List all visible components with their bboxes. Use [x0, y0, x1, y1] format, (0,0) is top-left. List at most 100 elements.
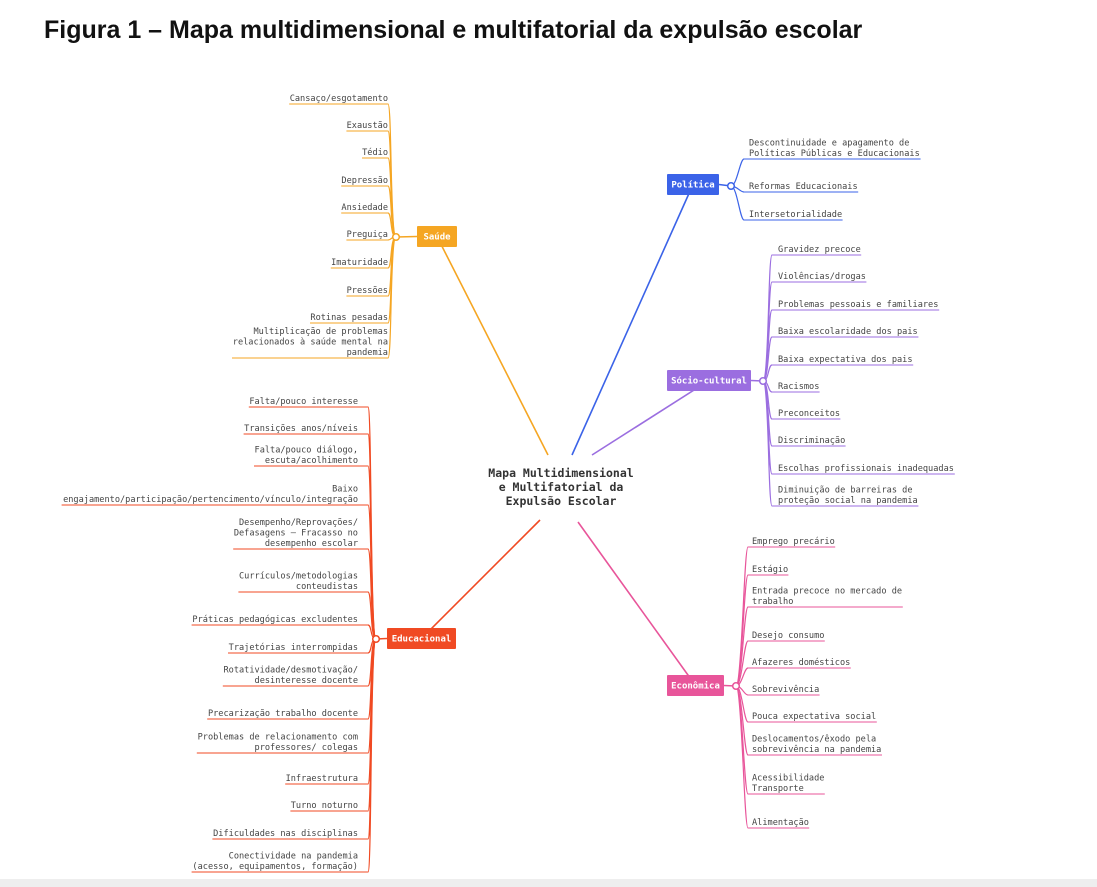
- branch-box-educacional: [387, 628, 456, 649]
- leaf-line: Tédio: [362, 147, 388, 158]
- leaf-line: Pressões: [347, 286, 388, 296]
- leaf-line: Dificuldades nas disciplinas: [213, 829, 358, 839]
- leaf-line: Reformas Educacionais: [749, 182, 858, 192]
- leaf-line: Estágio: [752, 565, 788, 575]
- leaf-economica: Desejo consumo: [752, 631, 824, 641]
- leaf-line: Preguiça: [347, 230, 388, 240]
- leaf-sociocultural: Racismos: [778, 382, 819, 392]
- leaf-line: Turno noturno: [291, 801, 358, 811]
- leaf-saude: Pressões: [347, 286, 388, 296]
- leaf-educacional: Conectividade na pandemia(acesso, equipa…: [192, 852, 358, 873]
- leaf-line: engajamento/participação/pertencimento/v…: [63, 495, 358, 505]
- hub-sociocultural: [758, 376, 768, 386]
- leaf-educacional: Práticas pedagógicas excludentes: [192, 614, 358, 625]
- leaf-line: Exaustão: [347, 121, 388, 131]
- leaf-line: Desempenho/Reprovações/: [239, 518, 358, 528]
- center-node-line: Expulsão Escolar: [506, 494, 617, 508]
- leaf-line: trabalho: [752, 597, 793, 607]
- center-node-line: Mapa Multidimensional: [488, 466, 633, 480]
- leaf-line: Sobrevivência: [752, 684, 819, 695]
- edge-center-saude: [436, 236, 549, 456]
- leaf-saude: Ansiedade: [341, 203, 388, 213]
- branch-node-politica: Política: [667, 174, 719, 195]
- leaf-line: Pouca expectativa social: [752, 712, 876, 722]
- branch-label-saude: Saúde: [423, 233, 451, 243]
- branch-box-sociocultural: [667, 370, 751, 391]
- edge-center-sociocultural: [591, 379, 710, 456]
- leaf-line: Políticas Públicas e Educacionais: [749, 149, 920, 159]
- leaf-line: Currículos/metodologias: [239, 572, 358, 582]
- branch-label-economica: Econômica: [671, 681, 720, 692]
- leaf-line: Práticas pedagógicas excludentes: [192, 614, 358, 625]
- branch-sociocultural: Gravidez precoceViolências/drogasProblem…: [778, 245, 954, 506]
- leaf-saude: Imaturidade: [331, 258, 388, 268]
- branch-node-saude: Saúde: [417, 226, 457, 247]
- branch-box-economica: [667, 675, 724, 696]
- figure-title: Figura 1 – Mapa multidimensional e multi…: [44, 16, 863, 44]
- leaf-line: desinteresse docente: [255, 676, 358, 686]
- leaf-line: Problemas pessoais e familiares: [778, 300, 938, 310]
- leaf-line: Ansiedade: [341, 203, 388, 213]
- branch-box-politica: [667, 174, 719, 195]
- bottom-strip: [0, 879, 1097, 887]
- leaf-sociocultural: Gravidez precoce: [778, 245, 861, 255]
- leaf-line: Deslocamentos/êxodo pela: [752, 734, 876, 745]
- leaf-line: Trajetórias interrompidas: [229, 642, 358, 653]
- leaf-line: escuta/acolhimento: [265, 456, 358, 466]
- leaf-line: pandemia: [347, 348, 388, 358]
- leaf-line: Discriminação: [778, 436, 845, 446]
- leaf-line: Baixo: [332, 485, 358, 495]
- leaf-sociocultural: Preconceitos: [778, 409, 840, 419]
- leaf-line: Falta/pouco diálogo,: [255, 446, 358, 456]
- leaf-saude: Depressão: [341, 176, 388, 186]
- leaf-line: Cansaço/esgotamento: [290, 94, 388, 104]
- hub-politica: [726, 181, 736, 191]
- leaf-sociocultural: Discriminação: [778, 436, 845, 446]
- leaf-line: desempenho escolar: [265, 539, 358, 549]
- leaf-economica: Emprego precário: [752, 537, 835, 547]
- branch-node-economica: Econômica: [667, 675, 724, 696]
- leaf-line: Intersetorialidade: [749, 210, 842, 220]
- edge-center-economica: [577, 521, 697, 686]
- leaf-line: conteudistas: [296, 582, 358, 592]
- leaf-educacional: Dificuldades nas disciplinas: [213, 829, 358, 839]
- leaf-economica: Afazeres domésticos: [752, 657, 850, 668]
- leaf-line: Violências/drogas: [778, 271, 866, 282]
- leaf-sociocultural: Baixa escolaridade dos pais: [778, 327, 918, 337]
- leaf-sociocultural: Escolhas profissionais inadequadas: [778, 464, 954, 474]
- branch-node-educacional: Educacional: [387, 628, 456, 649]
- leaf-line: Entrada precoce no mercado de: [752, 587, 902, 597]
- leaf-line: Racismos: [778, 382, 819, 392]
- leaf-line: Infraestrutura: [286, 774, 358, 784]
- leaf-line: Diminuição de barreiras de: [778, 486, 913, 496]
- leaf-saude: Preguiça: [347, 230, 388, 240]
- branch-label-sociocultural: Sócio-cultural: [671, 376, 747, 387]
- leaf-economica: Estágio: [752, 565, 788, 575]
- leaf-sociocultural: Baixa expectativa dos pais: [778, 355, 913, 365]
- leaf-line: Transições anos/níveis: [244, 424, 358, 434]
- branch-box-saude: [417, 226, 457, 247]
- leaf-line: sobrevivência na pandemia: [752, 744, 881, 755]
- leaf-line: Transporte: [752, 784, 804, 794]
- leaf-line: Baixa expectativa dos pais: [778, 355, 913, 365]
- leaf-sociocultural: Violências/drogas: [778, 271, 866, 282]
- leaf-line: Defasagens – Fracasso no: [234, 529, 358, 539]
- branch-label-educacional: Educacional: [392, 634, 452, 645]
- leaf-line: professores/ colegas: [255, 743, 358, 753]
- leaf-line: Conectividade na pandemia: [229, 852, 358, 862]
- leaf-saude: Exaustão: [347, 121, 388, 131]
